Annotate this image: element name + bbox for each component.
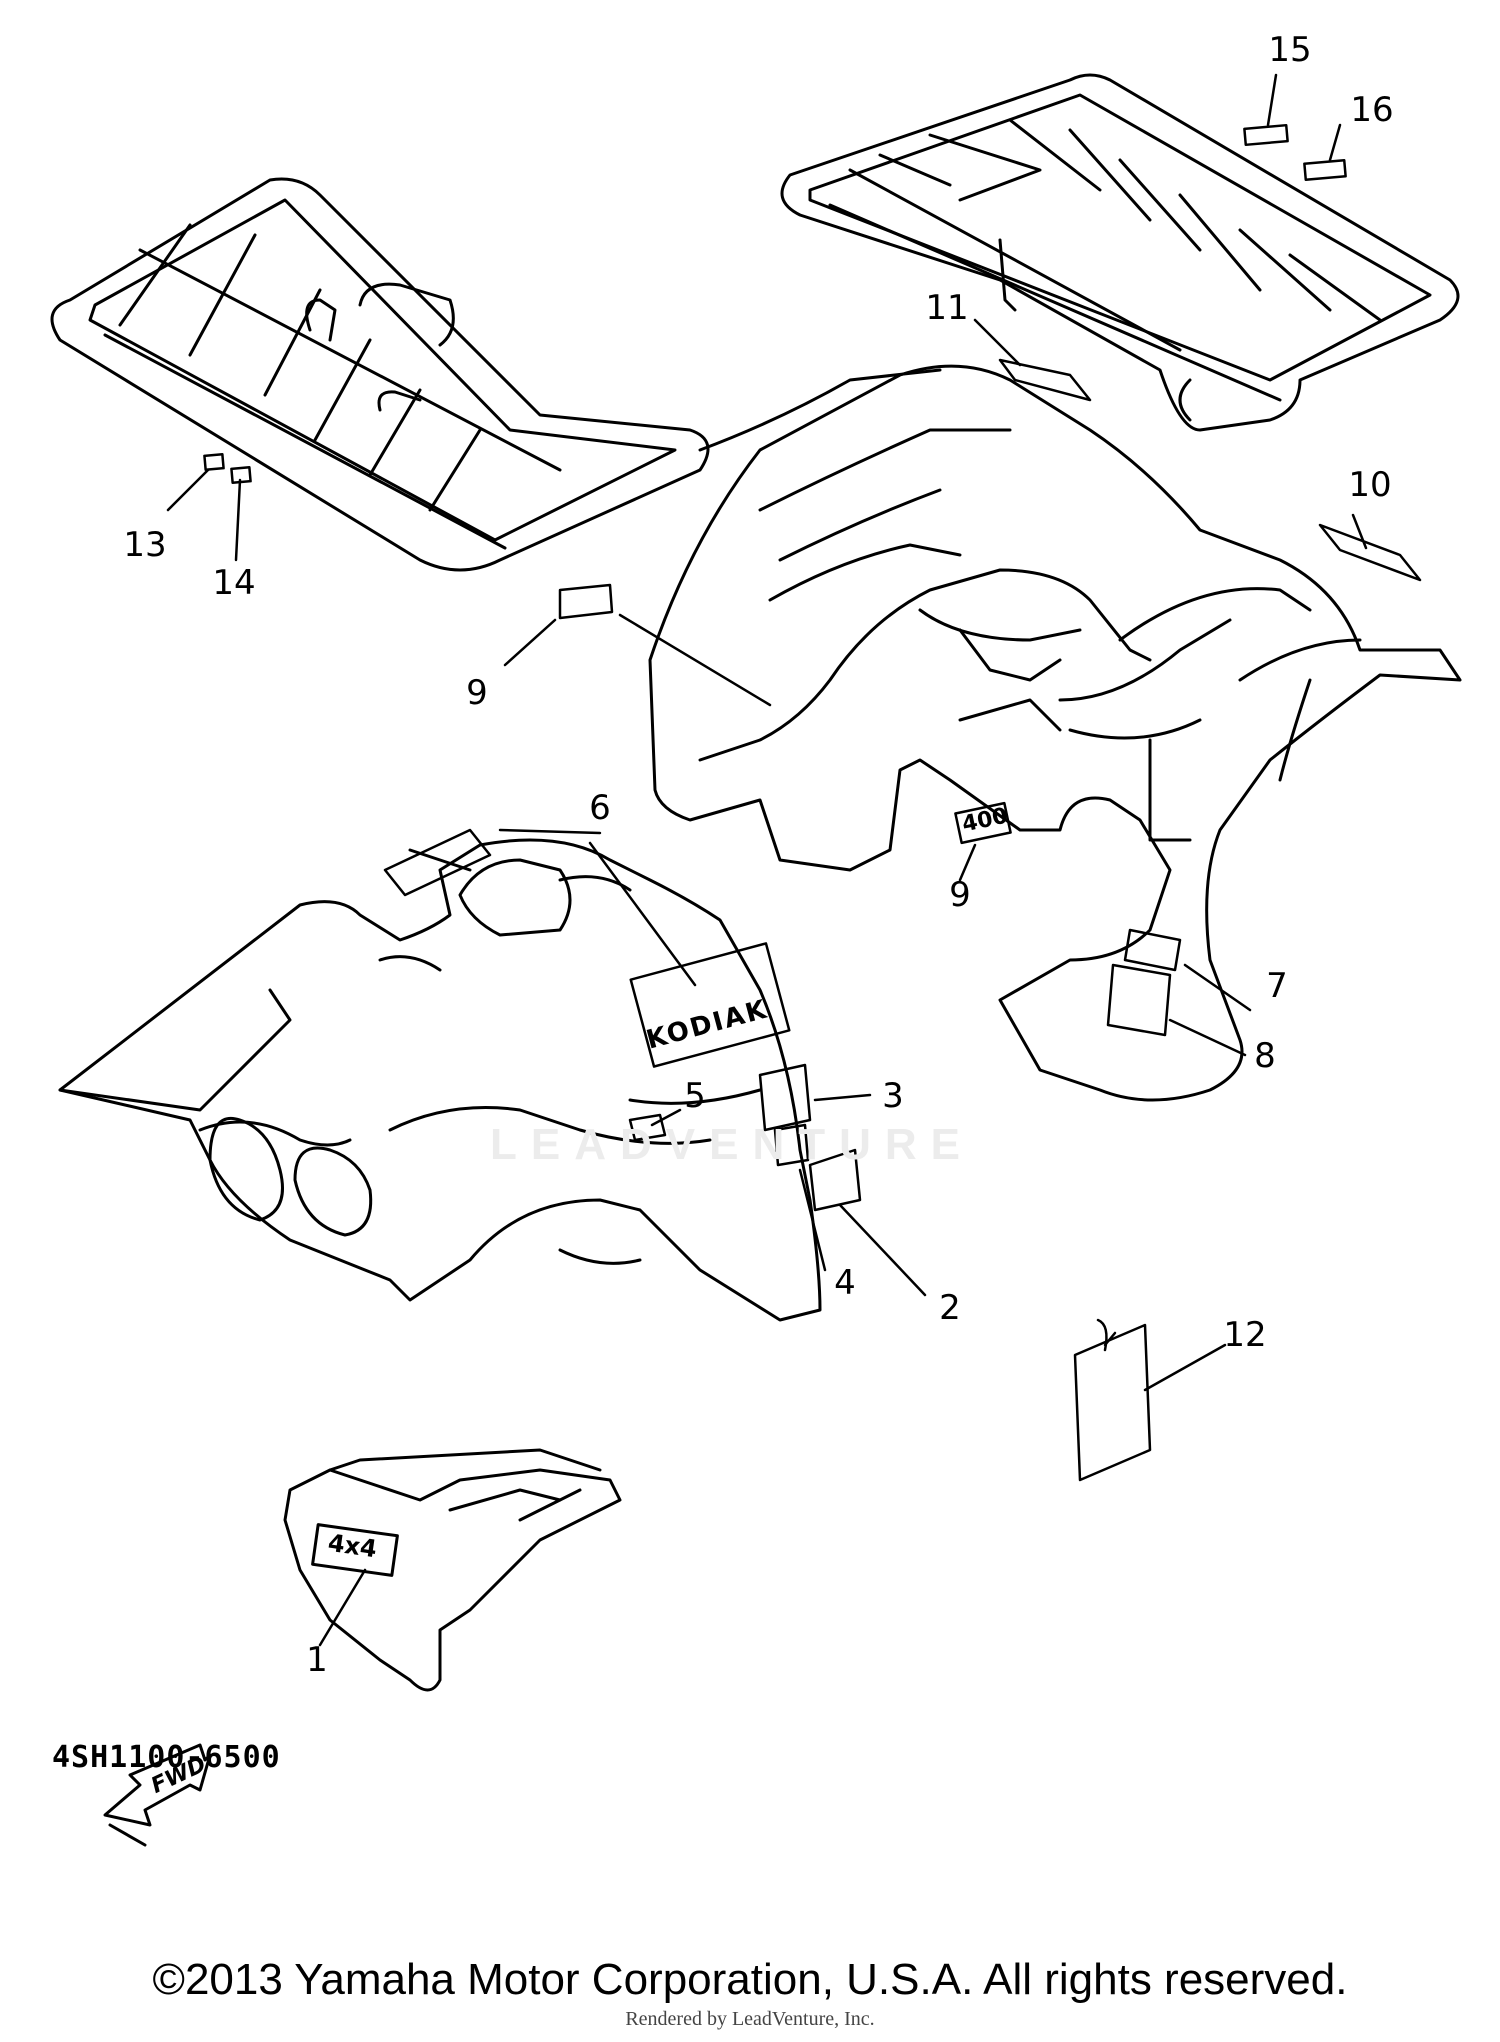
rendered-by-note: Rendered by LeadVenture, Inc. [625, 2008, 875, 2030]
watermark: LEADVENTURE [490, 1120, 975, 1169]
part-number: 4SH1100-6500 [52, 1740, 281, 1775]
callout-label: 12 [1223, 1315, 1267, 1355]
callout-label: 8 [1254, 1036, 1276, 1076]
callout-label: 5 [684, 1076, 706, 1116]
rear-carrier-rack [780, 73, 1460, 432]
callout-label: 13 [123, 525, 167, 565]
front-carrier-rack [50, 177, 710, 572]
callout-label: 9 [949, 875, 971, 915]
front-fender [58, 838, 822, 1322]
callout-label: 7 [1266, 966, 1288, 1006]
callout-label: 10 [1348, 465, 1392, 505]
callout-label: 11 [925, 288, 969, 328]
fwd-arrow-icon [103, 1743, 212, 1847]
callout-label: 15 [1268, 30, 1312, 70]
callout-label: 6 [589, 788, 611, 828]
callout-label: 14 [212, 563, 256, 603]
callout-label: 2 [939, 1288, 961, 1328]
callout-label: 16 [1350, 90, 1394, 130]
callout-label: 3 [882, 1076, 904, 1116]
callout-label: 9 [466, 673, 488, 713]
callout-label: 4 [834, 1263, 856, 1303]
front-guard-plate [283, 1448, 622, 1692]
callout-label: 1 [306, 1640, 328, 1680]
rear-fender [648, 364, 1462, 1102]
decal-leaders [166, 73, 1422, 1647]
copyright-notice: ©2013 Yamaha Motor Corporation, U.S.A. A… [152, 1955, 1348, 2004]
